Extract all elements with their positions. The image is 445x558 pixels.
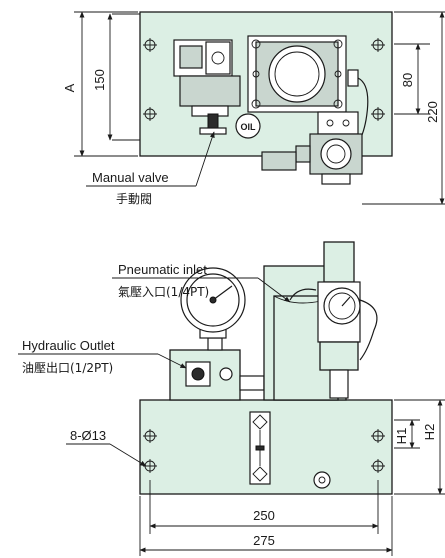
dim-80-220: 80 220 bbox=[362, 11, 445, 205]
pneumatic-inlet-callout: Pneumatic inlet 氣壓入口(1/4PT) bbox=[112, 262, 291, 303]
dim-a-150: A 150 bbox=[62, 11, 140, 157]
dim-275: 275 bbox=[253, 533, 275, 548]
dim-h1-h2: H1 H2 bbox=[394, 399, 445, 495]
manual-valve-callout: Manual valve 手動閥 bbox=[86, 131, 215, 206]
dim-250: 250 bbox=[253, 508, 275, 523]
top-valve-block bbox=[261, 111, 363, 185]
pump-head bbox=[247, 35, 347, 113]
hydraulic-outlet-label-cn: 油壓出口(1/2PT) bbox=[22, 361, 113, 375]
dim-250-275: 250 275 bbox=[139, 480, 393, 556]
top-view: OIL A 150 80 220 Manual valve 手動閥 bbox=[62, 11, 445, 206]
hydraulic-outlet-label: Hydraulic Outlet bbox=[22, 338, 115, 353]
hydraulic-outlet-callout: Hydraulic Outlet 油壓出口(1/2PT) bbox=[18, 338, 187, 375]
solenoid-valve bbox=[173, 39, 241, 117]
dim-220: 220 bbox=[425, 101, 440, 123]
air-regulator bbox=[289, 241, 378, 399]
pneumatic-inlet-label: Pneumatic inlet bbox=[118, 262, 207, 277]
oil-cap-label: OIL bbox=[241, 122, 257, 132]
dim-150: 150 bbox=[92, 69, 107, 91]
manual-valve-label-cn: 手動閥 bbox=[116, 192, 152, 206]
dim-h2: H2 bbox=[422, 424, 437, 441]
front-view: Pneumatic inlet 氣壓入口(1/4PT) Hydraulic Ou… bbox=[18, 241, 445, 556]
holes-callout: 8-Ø13 bbox=[66, 428, 147, 467]
dim-h1: H1 bbox=[394, 428, 409, 445]
oil-cap: OIL bbox=[235, 113, 261, 139]
pressure-gauge bbox=[180, 267, 246, 339]
drain-plug bbox=[313, 471, 331, 489]
pneumatic-inlet-label-cn: 氣壓入口(1/4PT) bbox=[118, 285, 209, 299]
sight-gauge bbox=[249, 411, 271, 485]
hydraulic-block bbox=[169, 337, 265, 401]
holes-label: 8-Ø13 bbox=[70, 428, 106, 443]
top-mount-marks bbox=[143, 38, 385, 121]
dim-80: 80 bbox=[400, 73, 415, 87]
dim-a: A bbox=[62, 83, 77, 92]
manual-valve-label: Manual valve bbox=[92, 170, 169, 185]
